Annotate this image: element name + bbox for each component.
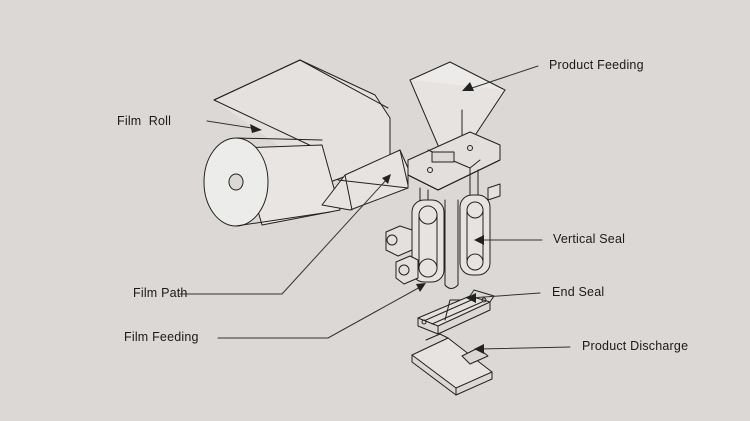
label-product-feeding: Product Feeding (549, 58, 644, 72)
discharge-chute-drawing (411, 333, 493, 396)
leader-arrowheads (250, 82, 484, 354)
film-roll-drawing (203, 59, 391, 227)
label-film-path: Film Path (133, 286, 188, 300)
label-film-roll: Film Roll (117, 114, 172, 128)
belt-assembly-drawing (385, 167, 501, 289)
leader-lines (179, 65, 571, 350)
forming-plate-drawing (407, 131, 501, 191)
label-film-feeding: Film Feeding (124, 330, 199, 344)
hopper-drawing (409, 61, 506, 166)
label-end-seal: End Seal (552, 285, 605, 299)
label-product-discharge: Product Discharge (582, 339, 689, 353)
end-seal-drawing (417, 289, 495, 335)
label-vertical-seal: Vertical Seal (553, 232, 626, 246)
